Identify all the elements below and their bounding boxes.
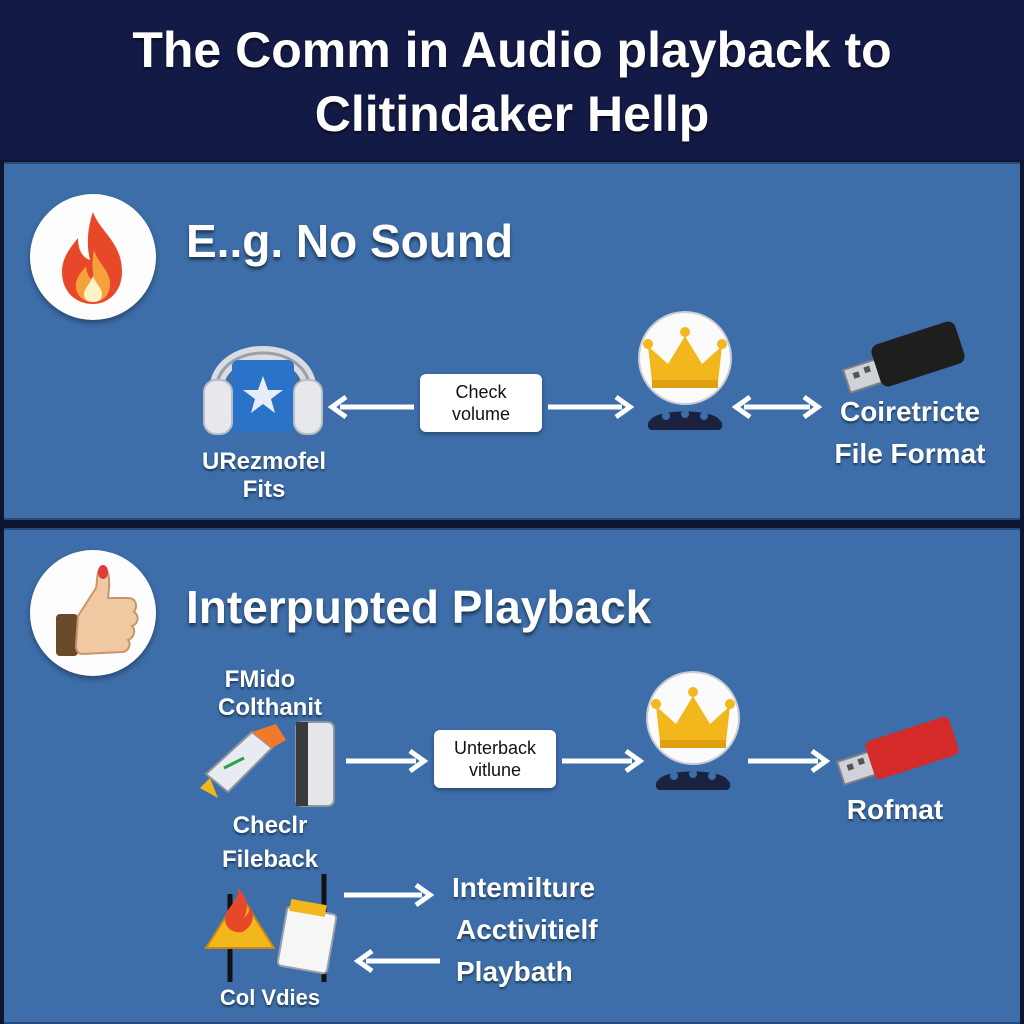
usb-label-2: File Format [834,438,986,469]
section-heading: Interpupted Playback [186,581,652,633]
headphones-icon [203,346,323,435]
usb-drive-red-icon [835,716,959,786]
arrow-right-icon [344,882,435,908]
check-volume-box: Check volume [420,374,542,432]
bottom-label: Col Vdies [219,985,321,1010]
section-interrupted-playback: Interpupted Playback FMido Colthanit Unt… [4,528,1020,1024]
right-label-3: Playbath [456,956,573,987]
fire-icon-badge [30,194,156,320]
headphones-label-2: Fits [242,476,286,503]
mid-label-1: Checlr [232,812,308,839]
right-label-1: Intemilture [452,872,596,903]
crown-icon [638,311,732,430]
headphones-label-1: URezmofel [201,448,327,475]
right-label-2: Acctivitielf [456,914,598,945]
box-label-1: Unterback [453,738,537,758]
page-title: The Comm in Audio playback to [132,22,892,78]
thumbs-up-icon-badge [30,550,156,676]
arrow-left-icon [353,948,440,974]
mid-label-2: Fileback [221,846,319,873]
usb-drive-icon [841,321,965,394]
thumbs-up-icon [56,565,139,656]
double-arrow-icon [732,394,822,420]
unterback-box: Unterback vitlune [434,730,556,788]
box-label-2: volume [451,404,511,424]
arrow-right-icon [548,394,635,420]
top-label-1: FMido [224,666,296,693]
arrow-right-icon [346,748,429,774]
arrow-right-icon [748,748,831,774]
tool-icon [200,721,335,807]
header: The Comm in Audio playback to Clitindake… [0,0,1024,160]
box-label-2: vitlune [468,760,522,780]
arrow-left-icon [327,394,414,420]
box-label-1: Check [455,382,507,402]
usb-label: Rofmat [846,794,944,825]
section-no-sound: E..g. No Sound URezmofel Fits Check volu… [4,162,1020,520]
top-label-2: Colthanit [218,694,322,721]
usb-label-1: Coiretricte [839,396,981,427]
warning-icon [204,874,338,982]
arrow-right-icon [562,748,645,774]
fire-icon [62,212,122,304]
page-subtitle: Clitindaker Hellp [314,86,710,142]
crown-icon [646,671,740,790]
section-heading: E..g. No Sound [186,215,514,267]
